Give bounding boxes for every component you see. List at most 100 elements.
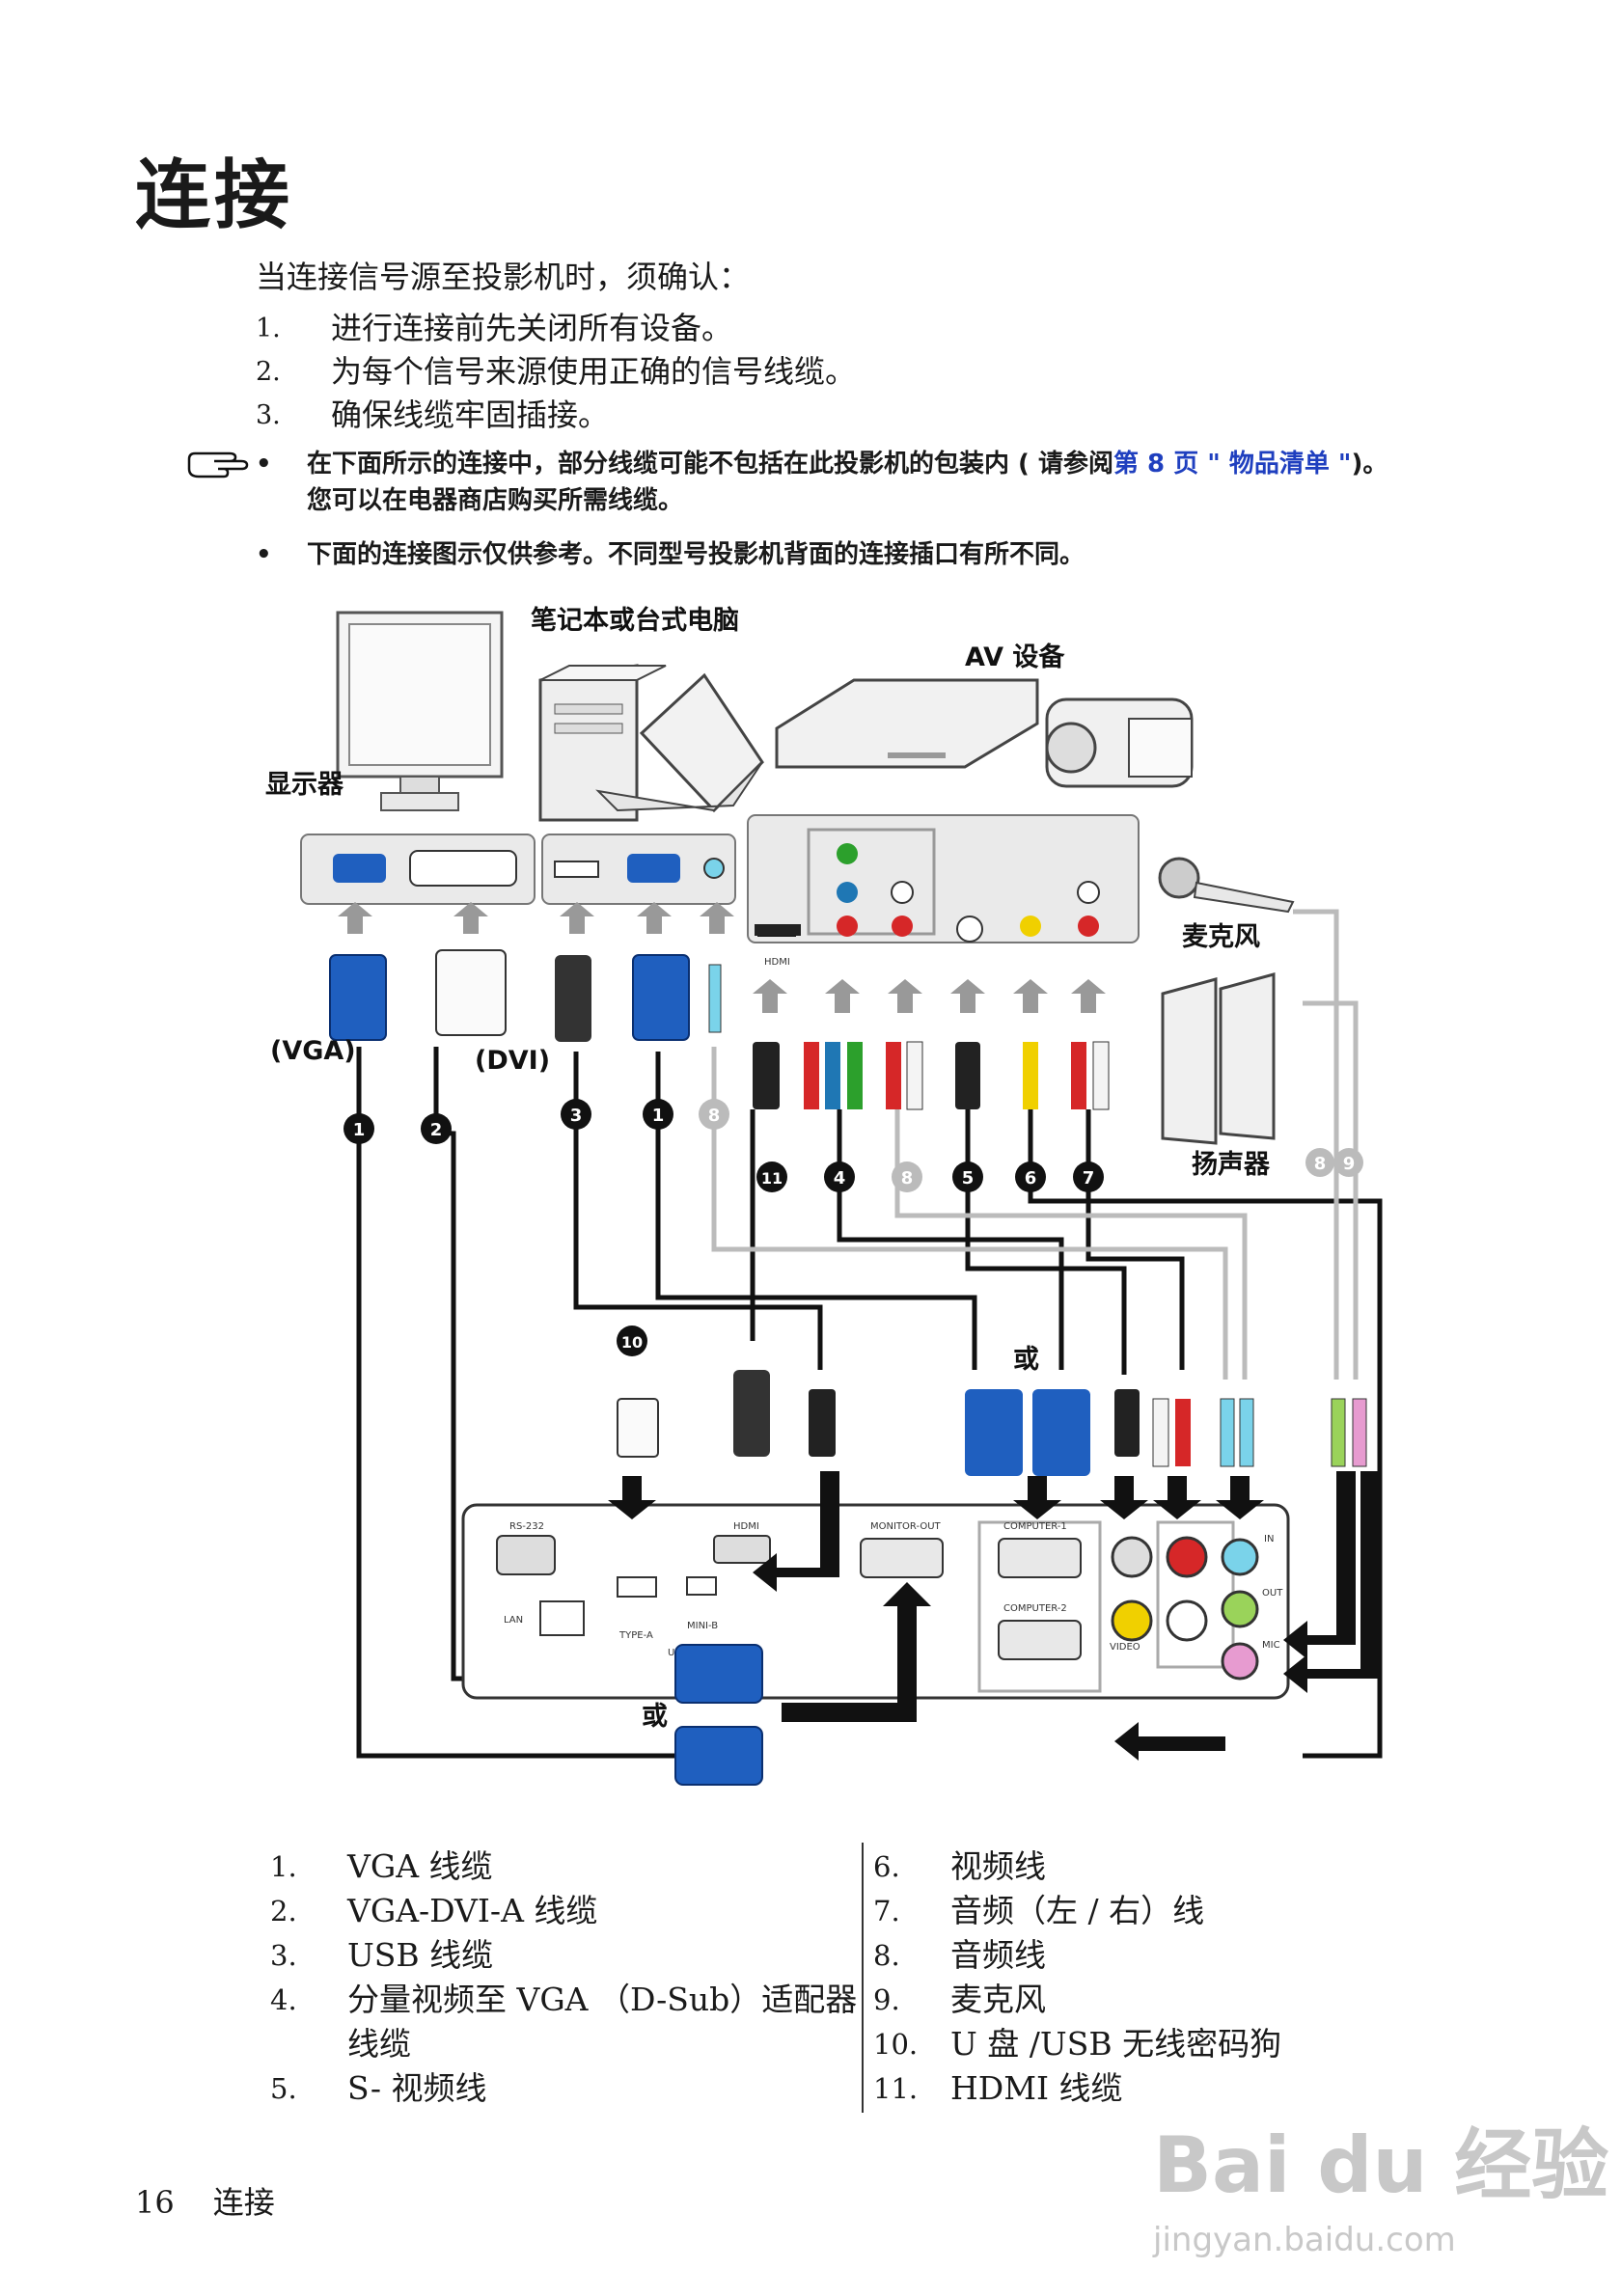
microphone-image [1158,857,1295,914]
badge-8c [1305,1148,1334,1177]
step-number: 1. [256,314,281,343]
legend-item: 7.音频（左 / 右）线 [873,1889,1375,1933]
av-port-panel: HDMI [747,814,1140,968]
badge-2 [421,1113,452,1144]
legend-num: 10. [873,2028,919,2061]
badge-text: 1 [353,1120,366,1140]
speakers-label: 扬声器 [1192,1150,1271,1180]
or-label-top: 或 [1013,1345,1039,1375]
badge-text: 1 [652,1106,665,1126]
legend-item: 5. S- 视频线 [270,2066,868,2111]
legend-num: 2. [270,1895,297,1927]
av-label: AV 设备 [965,642,1065,672]
vga-connector [329,954,690,1041]
monitor-label: 显示器 [265,770,344,800]
badge-3 [561,1099,591,1130]
badge-group: 1 2 3 1 8 11 4 8 5 6 7 8 9 10 [343,1099,1363,1356]
legend-text: VGA 线缆 [347,1847,493,1885]
step-text: 进行连接前先关闭所有设备。 [331,310,733,346]
note-bullet: • [256,450,272,478]
legend-text: 分量视频至 VGA （D-Sub）适配器 [347,1981,858,2018]
legend-left: 1.VGA 线缆 2.VGA-DVI-A 线缆 3.USB 线缆 4.分量视频至… [270,1845,868,2111]
legend-text: S- 视频线 [347,2069,487,2107]
step-number: 3. [256,400,281,430]
audio-out-label: OUT [1262,1588,1283,1599]
computer-label: 笔记本或台式电脑 [531,605,739,636]
legend-text: HDMI 线缆 [950,2069,1123,2107]
monitor-port-panel [300,834,536,905]
note-2: 下面的连接图示仅供参考。不同型号投影机背面的连接插口有所不同。 [307,540,1085,569]
item-list-link[interactable]: 第 8 页 " 物品清单 " [1113,450,1352,478]
dvi-label: (DVI) [475,1046,550,1076]
note-bullet: • [256,540,272,569]
legend-num: 9. [873,1983,900,2016]
legend-num [270,2022,347,2066]
footer-section: 连接 [212,2184,275,2221]
badge-text: 3 [570,1106,583,1126]
badge-5 [952,1162,983,1192]
badge-9 [1334,1148,1363,1177]
steps-list: 1. 进行连接前先关闭所有设备。 2. 为每个信号来源使用正确的信号线缆。 3. 确保… [256,307,856,437]
vga-label: (VGA) [270,1036,356,1066]
pointing-hand-icon [187,451,249,478]
hdmi-in-label: HDMI [733,1521,759,1532]
legend-num: 11. [873,2072,919,2105]
watermark: Bai du 经验 jingyan.baidu.com [1153,2103,1608,2259]
microphone-label: 麦克风 [1182,921,1260,952]
mini-b-label: MINI-B [687,1621,718,1631]
legend-divider [862,1843,864,2113]
step-text: 为每个信号来源使用正确的信号线缆。 [331,353,857,390]
badge-text: 8 [901,1168,914,1189]
note-1-prefix: 在下面所示的连接中，部分线缆可能不包括在此投影机的包装内 ( 请参阅 [307,450,1113,478]
legend-item: 11. HDMI 线缆 [873,2066,1375,2111]
up-arrows [338,902,1106,1013]
rs232-port-label: RS-232 [509,1521,544,1532]
legend-item: 10. U 盘 /USB 无线密码狗 [873,2022,1375,2066]
type-a-label: TYPE-A [618,1630,653,1641]
computer-port-panel [541,834,736,905]
hdmi-port-label: HDMI [764,957,790,968]
badge-11 [756,1162,787,1192]
computer1-label: COMPUTER-1 [1003,1521,1067,1532]
step-text: 确保线缆牢固插接。 [331,396,610,433]
legend-item: 4.分量视频至 VGA （D-Sub）适配器 [270,1978,868,2022]
list-item: 3. 确保线缆牢固插接。 [256,394,856,437]
mic-label: MIC [1262,1640,1280,1651]
speakers-image [1161,972,1276,1145]
badge-6 [1015,1162,1046,1192]
page-title: 连接 [135,152,294,239]
legend-num: 5. [270,2072,297,2105]
legend-item: 8.音频线 [873,1933,1375,1978]
badge-text: 8 [1314,1154,1327,1174]
legend-text: U 盘 /USB 无线密码狗 [950,2025,1282,2063]
badge-4 [824,1162,855,1192]
badge-text: 9 [1343,1154,1356,1174]
badge-8a [699,1099,729,1130]
vga-plugs-bottom [674,1644,763,1786]
note-1-suffix: )。 [1351,450,1388,478]
legend-item: 6.视频线 [873,1845,1375,1889]
projector-back-panel: RS-232 LAN HDMI TYPE-A MINI-B USB MONITO… [461,1503,1290,1700]
av-plugs [753,1041,1110,1110]
legend-text: 视频线 [950,1847,1046,1885]
legend-right: 6.视频线 7.音频（左 / 右）线 8.音频线 9. 麦克风 10. U 盘 /U… [873,1845,1375,2111]
step-number: 2. [256,357,281,387]
dvi-connector [435,949,507,1036]
av-device-image [775,678,1194,788]
usb-connector [555,955,591,1042]
legend-item: 线缆 [270,2022,868,2066]
mid-connectors [617,1370,1367,1476]
badge-text: 11 [761,1169,783,1188]
intro-text: 当连接信号源至投影机时，须确认： [256,259,751,295]
badge-1a [343,1113,374,1144]
legend-text: 麦克风 [950,1981,1046,2018]
audio-in-label: IN [1264,1534,1274,1544]
badge-text: 6 [1025,1168,1037,1189]
legend-item: 9. 麦克风 [873,1978,1375,2022]
legend-item: 2.VGA-DVI-A 线缆 [270,1889,868,1933]
legend-num: 3. [270,1939,297,1972]
badge-text: 10 [621,1333,643,1352]
video-port-label: VIDEO [1110,1642,1140,1653]
or-label-bottom: 或 [642,1702,668,1732]
